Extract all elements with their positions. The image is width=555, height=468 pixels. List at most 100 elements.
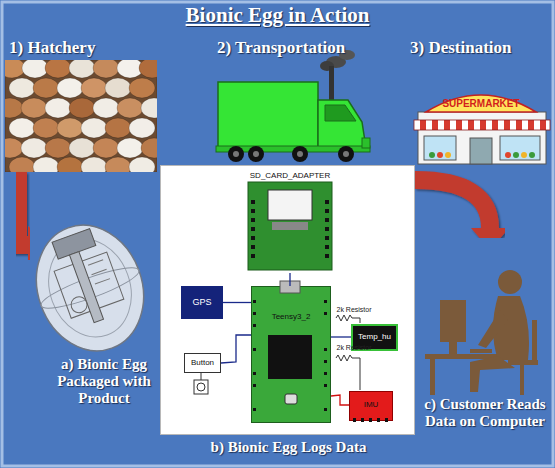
eggs-photo (129, 118, 155, 138)
component-name: SD_CARD_ADAPTER (245, 171, 335, 181)
eggs-photo (57, 78, 83, 98)
eggs-photo (33, 118, 59, 138)
component-name: Teensy3_2 (252, 312, 330, 322)
eggs-photo (129, 157, 155, 172)
bionic-egg-render (88, 260, 110, 284)
customer-silhouette (478, 310, 508, 348)
step-caption: b) Bionic Egg Logs Data (161, 439, 416, 456)
eggs-photo (45, 98, 71, 118)
resistor-symbol (352, 358, 360, 390)
customer-silhouette (470, 349, 492, 353)
truck-illustration (216, 50, 370, 162)
eggs-photo (21, 138, 47, 158)
truck-illustration (362, 138, 370, 148)
sign-text: SUPERMARKET (431, 98, 531, 110)
button-symbol (194, 380, 208, 394)
eggs-photo (9, 118, 35, 138)
bionic-egg-render (69, 252, 103, 323)
customer-silhouette (430, 359, 435, 395)
imu-pins (353, 418, 388, 422)
customer-silhouette (532, 320, 537, 365)
eggs-photo (21, 98, 47, 118)
resistor-label: 2k Resistor (331, 343, 377, 352)
truck-illustration (338, 146, 354, 162)
eggs-photo (69, 138, 95, 158)
eggs-photo (139, 60, 157, 78)
supermarket-illustration (414, 120, 550, 130)
wire (289, 273, 290, 286)
eggs-photo (105, 157, 131, 172)
customer-silhouette (440, 300, 466, 342)
teensy-parts (268, 335, 312, 379)
customer-silhouette (520, 365, 524, 395)
truck-illustration (248, 146, 264, 162)
eggs-photo (141, 98, 157, 118)
supermarket-illustration (437, 152, 443, 158)
customer-silhouette (498, 270, 522, 294)
eggs-photo (105, 118, 131, 138)
eggs-photo (81, 78, 107, 98)
stage-heading: 1) Hatchery (9, 38, 95, 57)
button-box: Button (184, 353, 221, 373)
stage-heading: 2) Transportation (217, 38, 345, 57)
eggs-photo (22, 60, 48, 78)
imu-module: IMU (349, 391, 393, 421)
truck-illustration (253, 151, 259, 157)
supermarket-illustration (426, 95, 536, 112)
eggs-photo (5, 138, 23, 158)
eggs-photo (9, 78, 35, 98)
eggs-photo (57, 157, 83, 172)
flow-arrow (158, 191, 223, 209)
step-caption: c) Customer Reads Data on Computer (418, 396, 552, 430)
eggs-photo (45, 60, 71, 78)
stage-heading: 3) Destination (410, 38, 512, 57)
eggs-photo (5, 98, 23, 118)
wire (331, 395, 349, 405)
eggs-photo (69, 98, 95, 118)
eggs-photo (117, 138, 143, 158)
eggs-photo (105, 78, 131, 98)
step-caption: a) Bionic Egg Packaged with Product (50, 356, 158, 407)
bionic-egg-render (35, 227, 144, 348)
truck-illustration (228, 146, 244, 162)
teensy-parts (285, 394, 297, 404)
wire (223, 302, 251, 303)
sd-card-board (248, 182, 332, 270)
eggs-photo (93, 60, 119, 78)
teensy-parts (253, 300, 327, 411)
flow-arrow (415, 180, 490, 228)
component-name: Button (185, 358, 220, 368)
eggs-photo (33, 157, 59, 172)
sd-card-board (272, 222, 308, 230)
bionic-egg-render (19, 210, 161, 366)
stage-group: 1) Hatchery (5, 36, 158, 172)
diagram-title: Bionic Egg in Action (0, 3, 555, 27)
component-name: Temp_hu (353, 332, 396, 342)
eggs-photo (81, 157, 107, 172)
step-group: a) Bionic Egg Packaged with Product (50, 190, 158, 412)
supermarket-illustration (505, 152, 511, 158)
eggs-photo (129, 78, 155, 98)
supermarket-illustration (500, 136, 540, 160)
supermarket-illustration (424, 136, 456, 160)
component-name: GPS (181, 297, 223, 308)
eggs-photo (93, 98, 119, 118)
gps-module: GPS (181, 286, 223, 319)
truck-illustration (233, 151, 239, 157)
truck-illustration (218, 82, 318, 148)
button-symbol (201, 372, 202, 380)
wire (221, 335, 251, 363)
supermarket-illustration (529, 152, 535, 158)
truck-illustration (292, 146, 308, 162)
wire (331, 336, 351, 337)
bionic-egg-render (69, 294, 90, 315)
supermarket-illustration (470, 138, 492, 164)
eggs-photo (69, 60, 95, 78)
flow-arrow (18, 172, 28, 245)
flow-arrow (158, 95, 190, 113)
resistor-symbol (336, 315, 352, 321)
supermarket-illustration (445, 152, 451, 158)
eggs-photo (45, 138, 71, 158)
